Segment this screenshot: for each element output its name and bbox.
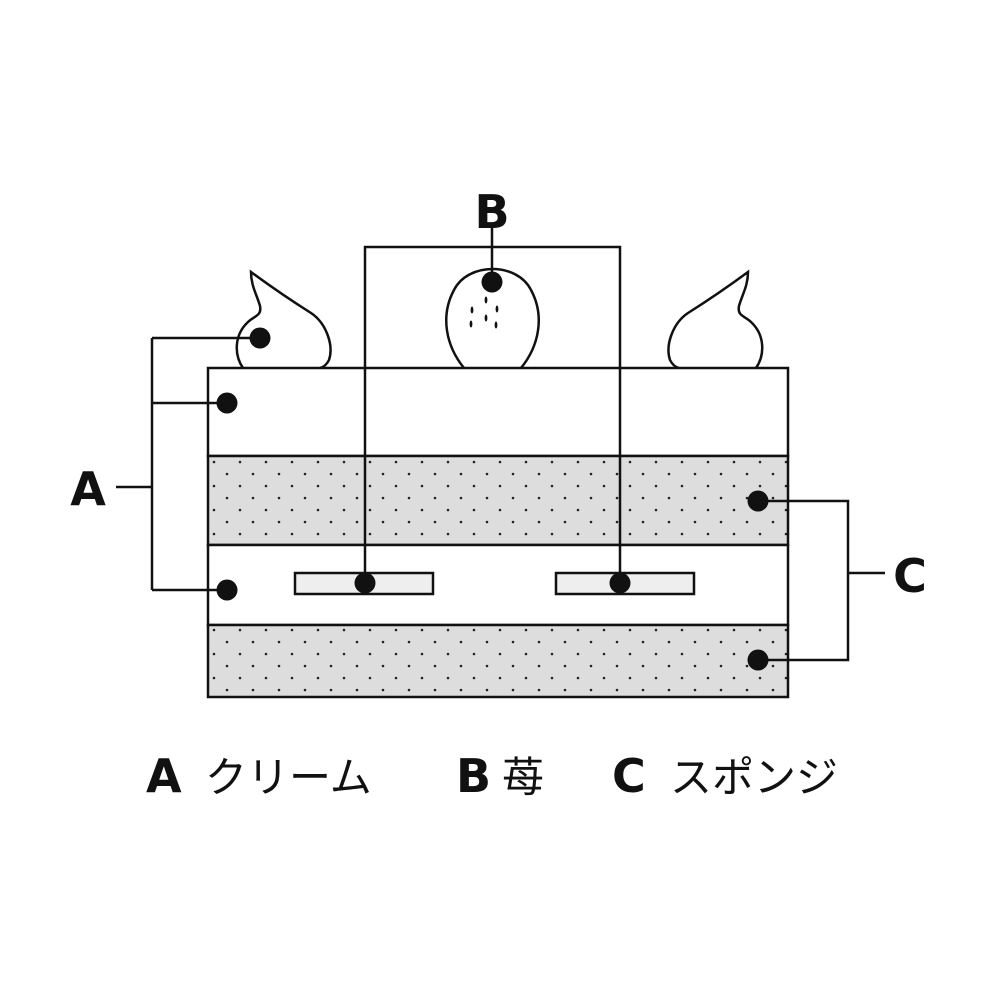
legend-key-b: B (456, 749, 491, 803)
callout-label-a: A (70, 462, 106, 516)
legend-label-cream: クリーム (205, 753, 372, 802)
cream-dollop-right (667, 269, 764, 370)
legend: A クリーム B 苺 C スポンジ (146, 749, 838, 803)
marker-dot-sponge (747, 649, 769, 671)
callout-label-c: C (893, 549, 927, 603)
callout-label-b: B (474, 185, 509, 239)
legend-label-sponge: スポンジ (670, 753, 838, 802)
marker-dot-strawberry (481, 271, 503, 293)
marker-dot-strawberry (354, 572, 376, 594)
sponge-layer-upper (206, 454, 790, 547)
marker-dot-cream (216, 392, 238, 414)
legend-label-strawberry: 苺 (502, 753, 544, 802)
marker-dot-cream (249, 327, 271, 349)
legend-key-c: C (612, 749, 646, 803)
marker-dot-cream (216, 579, 238, 601)
callout-a-lines (116, 336, 260, 592)
marker-dot-sponge (747, 490, 769, 512)
legend-key-a: A (146, 749, 182, 803)
callout-c-lines (758, 499, 885, 662)
sponge-layer-lower (206, 623, 790, 699)
cream-layer-top (206, 366, 790, 458)
cream-dollop-left (235, 269, 332, 370)
marker-dot-strawberry (609, 572, 631, 594)
